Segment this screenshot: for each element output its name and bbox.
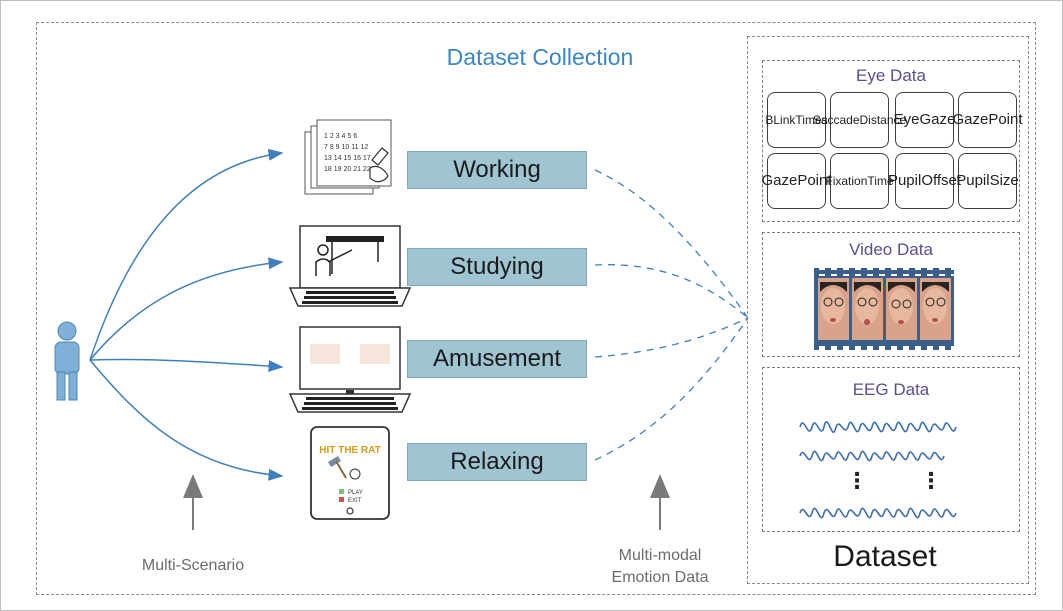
- worksheet-row-4: 18 19 20 21 22: [324, 166, 371, 173]
- dataset-panel: [747, 36, 1029, 584]
- dash-from-studying: [594, 264, 749, 319]
- multi-modal-caption-line1: Multi-modal: [618, 547, 702, 564]
- eeg-data-panel: [762, 367, 1020, 532]
- eeg-waves: [799, 421, 957, 519]
- scenario-working: Working: [407, 151, 587, 189]
- video-data-title: Video Data: [849, 240, 933, 259]
- scenario-studying: Studying: [407, 248, 587, 286]
- eye-data-panel: [762, 60, 1020, 222]
- outer-dashed-border: [36, 22, 1036, 595]
- dataset-label: Dataset: [833, 540, 937, 573]
- eeg-ellipsis-left: ⋮: [846, 469, 868, 494]
- dash-from-relaxing: [594, 317, 749, 461]
- multi-scenario-caption: Multi-Scenario: [141, 557, 245, 574]
- game-tablet-icon: HIT THE RAT PLAY EXIT: [310, 426, 390, 520]
- game-exit-label: EXIT: [348, 498, 362, 504]
- video-filmstrip: [814, 268, 954, 350]
- face-frame-4: [920, 278, 951, 340]
- scenario-relaxing: Relaxing: [407, 443, 587, 481]
- eye-data-title: Eye Data: [856, 66, 926, 85]
- video-laptop-icon: [288, 326, 412, 413]
- game-play-label: PLAY: [348, 490, 363, 496]
- eeg-ellipsis-right: ⋮: [920, 469, 942, 494]
- diagram-title: Dataset Collection: [446, 44, 634, 70]
- person-icon: [54, 321, 80, 401]
- arrow-to-working: [89, 148, 284, 361]
- worksheet-icon: 1 2 3 4 5 6 7 8 9 10 11 12 13 14 15 16 1…: [304, 119, 392, 195]
- face-frame-3: [886, 278, 917, 340]
- face-frame-1: [818, 278, 849, 340]
- arrow-to-relaxing: [89, 359, 284, 481]
- lecture-laptop-icon: [288, 225, 412, 307]
- scenario-amusement: Amusement: [407, 340, 587, 378]
- worksheet-row-2: 7 8 9 10 11 12: [324, 144, 368, 151]
- eeg-data-title: EEG Data: [852, 380, 930, 399]
- worksheet-row-3: 13 14 15 16 17: [324, 155, 371, 162]
- worksheet-row-1: 1 2 3 4 5 6: [324, 133, 357, 140]
- eeg-wave-2: [799, 450, 945, 462]
- eeg-wave-3: [799, 507, 957, 519]
- game-title: HIT THE RAT: [319, 445, 380, 456]
- dash-from-working: [594, 169, 749, 319]
- arrow-to-amusement: [89, 358, 284, 373]
- video-data-panel: [762, 232, 1020, 357]
- arrow-to-studying: [89, 257, 284, 361]
- dash-from-amusement: [594, 317, 749, 358]
- eeg-wave-1: [799, 421, 957, 433]
- face-frame-2: [852, 278, 883, 340]
- multi-modal-caption-line2: Emotion Data: [611, 569, 709, 586]
